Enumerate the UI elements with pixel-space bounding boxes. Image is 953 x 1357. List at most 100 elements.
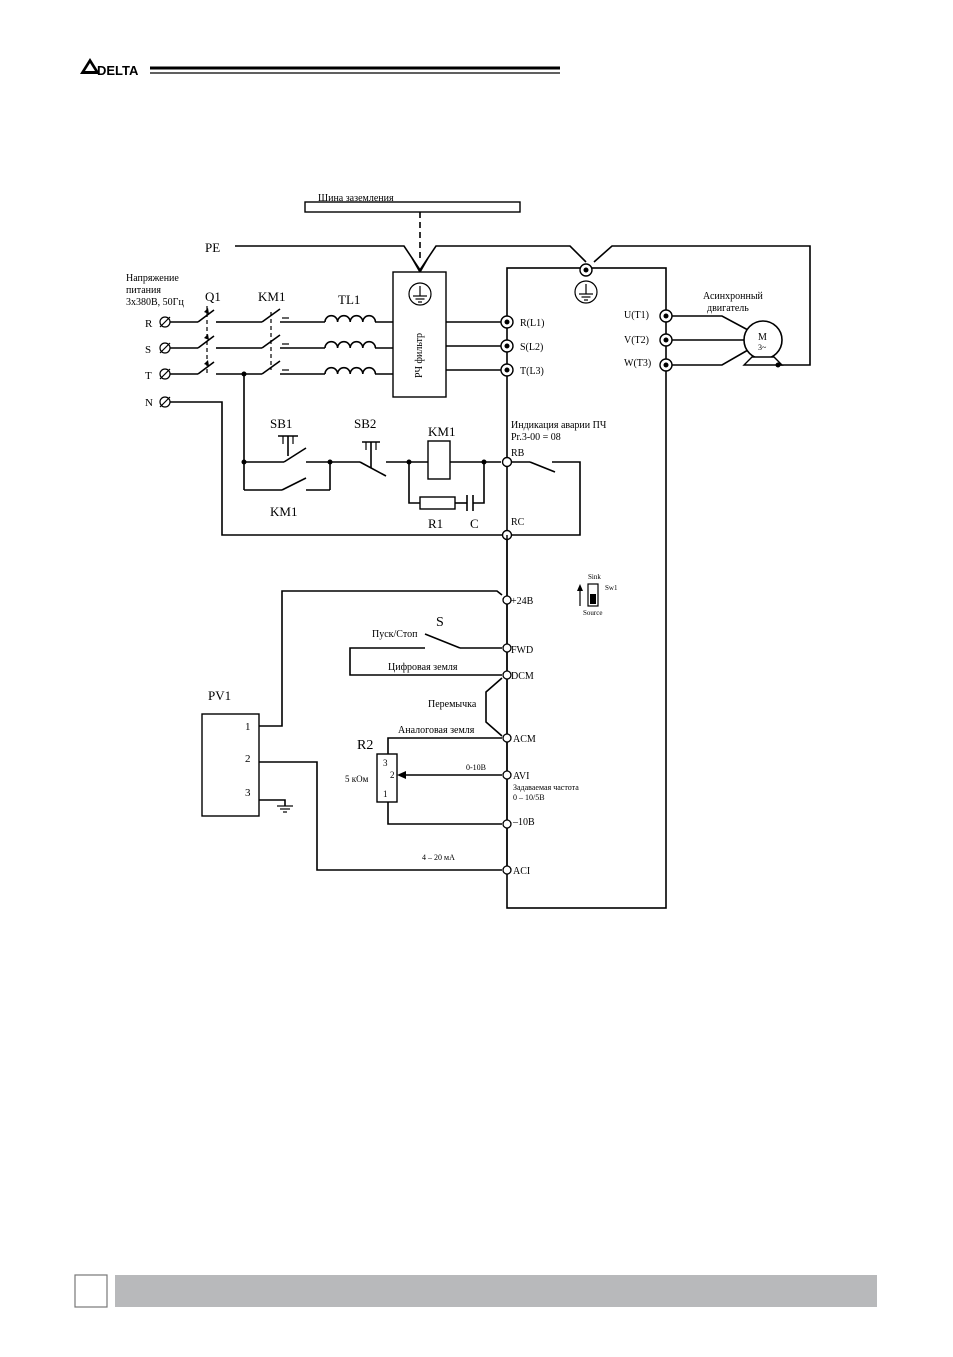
r2-value-label: 5 кОм [345, 774, 369, 784]
pv1-pin-2: 2 [245, 753, 251, 765]
fwd-label: FWD [511, 645, 533, 656]
acm-terminal [502, 733, 512, 743]
avi-terminal [502, 770, 512, 780]
start-stop-label: Пуск/Стоп [372, 629, 418, 640]
q1-breaker [170, 306, 244, 375]
supply-line-2: питания [126, 285, 161, 296]
ma-range-label: 4 – 20 мА [422, 853, 455, 862]
rf-filter-label: РЧ фильтр [414, 333, 425, 378]
header-rule [150, 66, 560, 74]
motor-desc-2: двигатель [707, 303, 749, 314]
phase-r-label: R [145, 318, 153, 330]
motor-phase-label: 3~ [758, 343, 767, 352]
freq-line-1: Задаваемая частота [513, 783, 579, 792]
pv1-pin-1: 1 [245, 721, 251, 733]
phase-terminals [159, 316, 171, 408]
dcm-terminal [502, 670, 512, 680]
sink-label: Sink [588, 573, 601, 581]
terminal-t-l3: T(L3) [520, 366, 544, 377]
sb1-label: SB1 [270, 416, 292, 431]
sb2-label: SB2 [354, 416, 376, 431]
minus10-wire [387, 802, 502, 825]
c-label: C [470, 516, 479, 531]
r2-potentiometer [376, 753, 398, 803]
terminal-v-t2: V(T2) [624, 335, 649, 346]
tl1-choke [324, 314, 393, 375]
pv1-box [201, 713, 260, 817]
phase-s-label: S [145, 344, 151, 356]
rc-label: RC [511, 517, 525, 528]
plus24-terminal [502, 595, 512, 605]
aci-wire [259, 761, 502, 871]
phase-n-label: N [145, 397, 153, 409]
motor-desc-1: Асинхронный [703, 291, 764, 302]
start-stop-switch [349, 633, 502, 676]
range-0-10-label: 0-10В [466, 763, 486, 772]
pv1-label: PV1 [208, 688, 231, 703]
acm-wire [387, 737, 502, 754]
r2-pin-3: 3 [383, 758, 388, 768]
ground-bus-bar [304, 201, 521, 213]
jumper-wire [485, 677, 503, 737]
terminal-w-t3: W(T3) [624, 358, 651, 369]
minus10-terminal [502, 819, 512, 829]
km1-hold-label: KM1 [270, 504, 297, 519]
r2-pin-1: 1 [383, 789, 388, 799]
footer-bar [115, 1275, 877, 1307]
sw1-switch [577, 583, 599, 607]
km1-main-label: KM1 [258, 289, 285, 304]
inverter-ground-terminal [579, 263, 593, 277]
jumper-label: Перемычка [428, 699, 477, 710]
inverter-ground-icon [574, 280, 598, 304]
s-label: S [436, 615, 444, 630]
aci-label: ACI [513, 866, 530, 877]
freq-line-2: 0 – 10/5В [513, 793, 545, 802]
acm-label: ACM [513, 734, 536, 745]
pe-wire [235, 245, 587, 272]
logo-text: DELTA [97, 63, 139, 78]
dcm-label: DCM [511, 671, 534, 682]
pv1-pin-3: 3 [245, 787, 251, 799]
digital-ground-label: Цифровая земля [388, 662, 458, 673]
sw1-label: Sw1 [605, 584, 618, 592]
r2-wiper [397, 771, 502, 779]
delta-logo: DELTA [80, 58, 139, 78]
aci-terminal [502, 865, 512, 875]
alarm-line-1: Индикация аварии ПЧ [511, 420, 607, 431]
km1-coil [406, 440, 501, 480]
output-terminals [659, 309, 673, 372]
input-terminals [500, 315, 514, 377]
alarm-line-2: Pr.3-00 = 08 [511, 432, 561, 443]
motor-symbol [742, 320, 784, 368]
sb1-button [244, 435, 330, 463]
rf-filter-ground-icon [408, 282, 432, 306]
terminal-u-t1: U(T1) [624, 310, 649, 321]
page-number-box [74, 1274, 108, 1308]
relay-contact [511, 461, 581, 536]
terminal-s-l2: S(L2) [520, 342, 543, 353]
supply-line-1: Напряжение [126, 273, 179, 284]
r2-label: R2 [357, 738, 373, 753]
avi-label: AVI [513, 771, 529, 782]
plus24-label: +24В [511, 596, 534, 607]
q1-label: Q1 [205, 289, 221, 304]
km1-hold-contact [244, 459, 333, 491]
rb-label: RB [511, 448, 525, 459]
phase-t-label: T [145, 370, 152, 382]
sb2-button [330, 441, 409, 477]
tl1-label: TL1 [338, 292, 360, 307]
pe-motor-wire [593, 245, 811, 366]
r1-label: R1 [428, 516, 443, 531]
r1-c-snubber [408, 462, 485, 511]
neutral-return-wire [170, 401, 502, 536]
fwd-terminal [502, 643, 512, 653]
plus24-wire [259, 590, 503, 727]
pe-label: PE [205, 240, 220, 255]
pv1-ground-icon [259, 799, 293, 813]
analog-ground-label: Аналоговая земля [398, 725, 475, 736]
terminal-r-l1: R(L1) [520, 318, 544, 329]
minus10-label: –10В [512, 817, 535, 828]
motor-wires [672, 315, 749, 366]
